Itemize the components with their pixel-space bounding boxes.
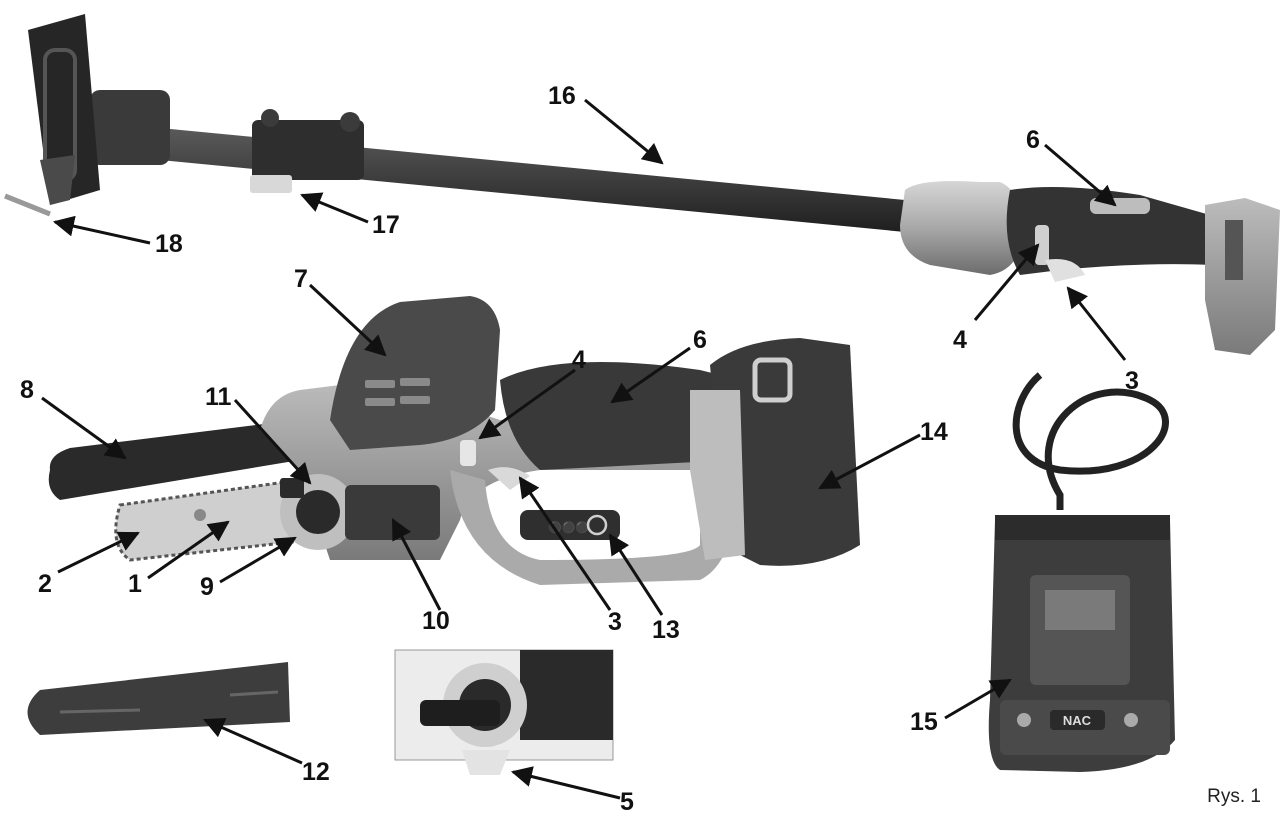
charger-contacts <box>1045 590 1115 630</box>
charger-led-right <box>1124 713 1138 727</box>
callout-3: 3 <box>608 608 622 636</box>
callout-15: 15 <box>910 708 938 736</box>
pole-handle <box>1006 186 1215 275</box>
guide-bar <box>114 478 312 562</box>
callout-8: 8 <box>20 376 34 404</box>
callout-6-top: 6 <box>1026 126 1040 154</box>
battery-pack <box>710 338 860 566</box>
pole-handle-grip-stripe <box>1090 198 1150 214</box>
tensioner-knob-inner <box>296 490 340 534</box>
power-icon <box>586 514 608 536</box>
detail-inset <box>394 649 614 775</box>
pole-clamp-tab <box>250 175 292 193</box>
arrow-9 <box>219 536 297 584</box>
pole-battery-slot <box>1225 220 1243 280</box>
callout-14: 14 <box>920 418 948 446</box>
lock-off-button <box>460 440 476 466</box>
rear-handle <box>500 362 740 470</box>
arrow-13 <box>608 533 664 616</box>
callout-11: 11 <box>205 383 232 411</box>
inset-body <box>520 650 613 740</box>
charger: NAC <box>988 372 1175 772</box>
pole-clamp <box>252 120 364 180</box>
arrow-18 <box>52 215 151 245</box>
handle-loop <box>450 470 736 585</box>
inset-tab <box>462 750 510 775</box>
motor-housing <box>330 296 500 450</box>
callout-4: 4 <box>572 346 586 374</box>
pole-clamp-knob-left <box>261 109 279 127</box>
bar-cover-shape <box>27 662 290 735</box>
charger-logo-badge <box>1050 710 1105 730</box>
arrow-5 <box>510 766 621 800</box>
pole-motor-collar <box>900 181 1025 275</box>
callout-4-top: 4 <box>953 326 967 354</box>
charger-logo: NAC <box>1063 713 1092 728</box>
chain-guard <box>48 422 300 500</box>
callout-2: 2 <box>38 570 52 598</box>
callout-10: 10 <box>422 607 450 635</box>
arrow-15 <box>944 678 1012 720</box>
callout-17: 17 <box>372 211 400 239</box>
arrow-16 <box>584 98 664 165</box>
battery-logo <box>752 357 793 403</box>
arrow-12 <box>203 718 303 765</box>
arrow-4 <box>478 368 576 440</box>
callout-5: 5 <box>620 788 634 816</box>
inset-lever <box>420 700 500 726</box>
arrow-6-top <box>1044 143 1117 207</box>
callout-13: 13 <box>652 616 680 644</box>
arrow-14 <box>818 433 921 490</box>
pole-head-coupler <box>90 90 170 165</box>
pole-extension <box>4 14 1280 355</box>
battery-indicator-dots: ⚫⚫⚫ <box>548 521 589 534</box>
bar-cover-groove-2 <box>229 690 279 697</box>
arrow-17 <box>300 192 369 224</box>
arrow-3-top <box>1066 286 1127 361</box>
side-cover <box>345 485 440 540</box>
arrow-6 <box>610 346 691 404</box>
callout-1: 1 <box>128 570 142 598</box>
chainsaw: ⚫⚫⚫ <box>48 296 860 585</box>
bar-cover <box>27 662 290 735</box>
arrow-11 <box>233 398 312 485</box>
pole-trigger <box>1045 259 1085 282</box>
figure-caption: Rys. 1 <box>1207 786 1261 807</box>
battery-indicator-panel <box>520 510 620 540</box>
arrow-10 <box>391 518 442 611</box>
callout-9: 9 <box>200 573 214 601</box>
guide-bar-hole <box>194 509 206 521</box>
charger-top <box>995 515 1170 540</box>
trigger <box>488 467 530 490</box>
arrow-3 <box>518 476 612 611</box>
arrow-8 <box>41 396 127 460</box>
tensioner-lever <box>280 478 304 498</box>
battery-release-latch <box>690 390 745 560</box>
charger-led-left <box>1017 713 1031 727</box>
callout-arrows <box>41 98 1127 800</box>
callout-16: 16 <box>548 82 576 110</box>
charger-cable <box>1012 372 1169 510</box>
callout-6: 6 <box>693 326 707 354</box>
pole-head-base <box>40 155 75 205</box>
callout-18: 18 <box>155 230 183 258</box>
pole-hook <box>4 193 51 217</box>
bar-cover-groove-1 <box>59 708 141 714</box>
callout-3-top: 3 <box>1125 367 1139 395</box>
callout-12: 12 <box>302 758 330 786</box>
arrow-1 <box>147 520 230 580</box>
motor-vents <box>365 378 430 406</box>
arrow-2 <box>57 531 140 574</box>
arrow-4-top <box>973 243 1040 321</box>
pole-clamp-knob-right <box>340 112 360 132</box>
arrow-7 <box>308 283 387 357</box>
callout-7: 7 <box>294 265 308 293</box>
